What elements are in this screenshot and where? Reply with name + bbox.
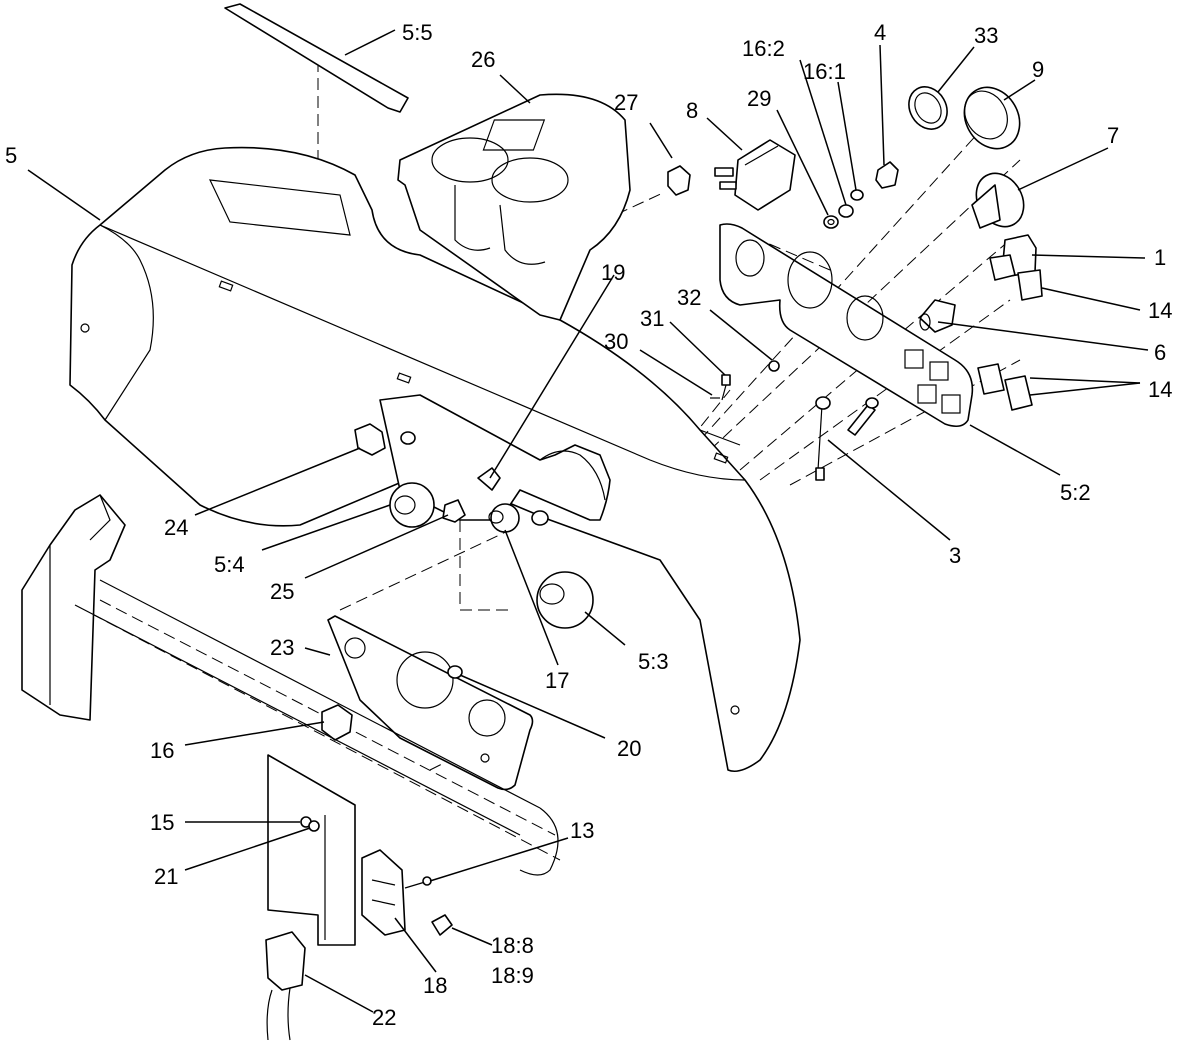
callout-27: 27: [614, 90, 638, 115]
strip-part-5-5: [224, 3, 409, 113]
callout-5-3: 5:3: [638, 649, 669, 674]
screw-part-13: [404, 876, 432, 889]
callout-13: 13: [570, 818, 594, 843]
grommet-part-25: [442, 499, 466, 523]
knob-part-27: [667, 165, 691, 196]
leader-lines: [27, 29, 1149, 1013]
switch-part-8: [714, 139, 796, 211]
callout-5-5: 5:5: [402, 20, 433, 45]
lamp-part-4: [875, 161, 899, 189]
callout-26: 26: [471, 47, 495, 72]
plug-part-16: [321, 704, 353, 741]
callout-31: 31: [640, 306, 664, 331]
cap-part-5-4: [389, 482, 435, 528]
switch-cover-part-14-a: [989, 254, 1043, 301]
bolt-part-31: [721, 374, 731, 401]
callout-16-2: 16:2: [742, 36, 785, 61]
callout-9: 9: [1032, 57, 1044, 82]
panel-plate-part-5-2: [719, 223, 974, 428]
callout-6: 6: [1154, 340, 1166, 365]
callout-16: 16: [150, 738, 174, 763]
gauge-part-7: [971, 172, 1025, 229]
callout-33: 33: [974, 23, 998, 48]
callout-19: 19: [601, 260, 625, 285]
connector-part-19: [477, 467, 501, 491]
callout-21: 21: [154, 864, 178, 889]
left-bracket: [21, 494, 126, 721]
callout-15: 15: [150, 810, 174, 835]
fuse-part-18-8: [431, 914, 453, 936]
harness-connector-part-22: [265, 931, 306, 1041]
callout-1: 1: [1154, 245, 1166, 270]
nut-part-21: [308, 820, 320, 832]
callout-16-1: 16:1: [803, 59, 846, 84]
nut-part-16-1: [850, 189, 864, 201]
callout-14-a: 14: [1148, 298, 1172, 323]
sensor-part-3: [815, 396, 879, 481]
callout-7: 7: [1107, 123, 1119, 148]
plug-part-6: [919, 299, 956, 333]
callout-18-8: 18:8: [491, 933, 534, 958]
callout-22: 22: [372, 1005, 396, 1030]
callout-3: 3: [949, 543, 961, 568]
cross-tube: [74, 579, 559, 876]
nut-part-16-2: [838, 204, 854, 218]
callout-labels: 5:5 26 5 27 8 29 16:2 16:1 4 33 9 7 1 14…: [5, 20, 1172, 1030]
nut-part-20: [447, 665, 463, 679]
callout-20: 20: [617, 736, 641, 761]
callout-18: 18: [423, 973, 447, 998]
callout-32: 32: [677, 285, 701, 310]
rear-bracket: [379, 394, 611, 521]
light-part-24: [354, 423, 416, 456]
callout-29: 29: [747, 86, 771, 111]
nut-part-32: [768, 360, 780, 372]
washer-part-29: [823, 215, 839, 229]
callout-17: 17: [545, 668, 569, 693]
callout-14-b: 14: [1148, 377, 1172, 402]
callout-25: 25: [270, 579, 294, 604]
ring-part-33: [908, 86, 948, 130]
callout-24: 24: [164, 515, 188, 540]
callout-5: 5: [5, 143, 17, 168]
callout-5-2: 5:2: [1060, 480, 1091, 505]
callout-23: 23: [270, 635, 294, 660]
fuse-block-part-18: [361, 849, 406, 936]
callout-4: 4: [874, 20, 886, 45]
cap-part-5-3: [536, 571, 594, 629]
callout-30: 30: [604, 329, 628, 354]
callout-5-4: 5:4: [214, 552, 245, 577]
callout-18-9: 18:9: [491, 963, 534, 988]
lower-bracket: [267, 754, 356, 946]
cup-holder-part-26: [397, 93, 631, 321]
bezel-part-9: [963, 86, 1021, 150]
callout-8: 8: [686, 98, 698, 123]
switch-cover-part-14-b: [977, 363, 1033, 411]
plate-part-23: [327, 615, 534, 791]
